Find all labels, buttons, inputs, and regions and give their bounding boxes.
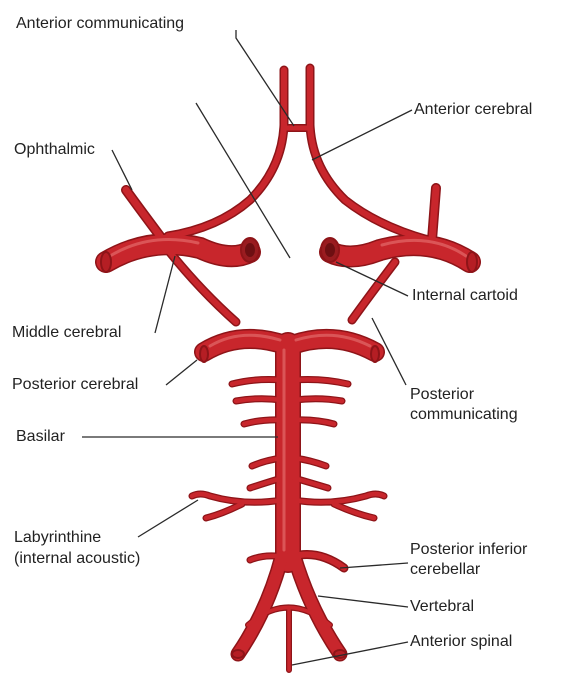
label-middle-cerebral: Middle cerebral: [12, 323, 121, 342]
arteries: [106, 68, 470, 670]
label-posterior-inferior-cerebellar-line2: cerebellar: [410, 560, 480, 579]
leader-ophthalmic: [112, 150, 132, 190]
left-lateral-carotid-end: [101, 252, 111, 272]
leader-anterior-cerebral: [312, 110, 412, 160]
leader-posterior-inferior-cerebellar: [340, 563, 408, 568]
label-labyrinthine-line2: (internal acoustic): [14, 549, 140, 568]
label-ophthalmic: Ophthalmic: [14, 140, 95, 159]
leader-labyrinthine: [138, 500, 198, 537]
label-anterior-spinal: Anterior spinal: [410, 632, 512, 651]
label-anterior-communicating: Anterior communicating: [16, 14, 184, 33]
leader-anterior-spinal: [292, 642, 408, 665]
label-anterior-cerebral: Anterior cerebral: [414, 100, 532, 119]
label-posterior-cerebral: Posterior cerebral: [12, 375, 138, 394]
leader-anterior-cerebral-diag: [196, 103, 290, 258]
label-posterior-communicating-line2: communicating: [410, 405, 518, 424]
label-posterior-inferior-cerebellar-line1: Posterior inferior: [410, 540, 527, 559]
label-vertebral: Vertebral: [410, 597, 474, 616]
label-basilar: Basilar: [16, 427, 65, 446]
leader-posterior-cerebral: [166, 360, 197, 385]
leader-vertebral: [318, 596, 408, 607]
label-internal-carotid: Internal cartoid: [412, 286, 518, 305]
label-posterior-communicating-line1: Posterior: [410, 385, 474, 404]
right-lateral-carotid-end: [467, 252, 477, 272]
leader-middle-cerebral: [155, 256, 175, 333]
label-labyrinthine-line1: Labyrinthine: [14, 528, 101, 547]
